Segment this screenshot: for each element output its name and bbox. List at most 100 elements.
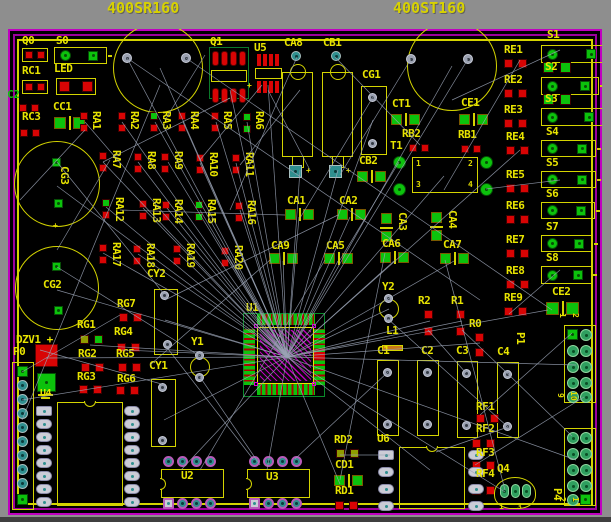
RE9-pad2[interactable] (518, 307, 527, 316)
S0-label[interactable]: S0 (56, 34, 69, 47)
U4-pad4[interactable] (36, 445, 52, 455)
RE8-label[interactable]: RE8 (506, 264, 525, 277)
RA12-pad1[interactable] (102, 199, 110, 207)
U5-label[interactable]: U5 (254, 41, 267, 54)
CA9-label[interactable]: CA9 (271, 239, 290, 252)
CB1-pad[interactable] (329, 165, 342, 178)
P1-pad4[interactable] (580, 345, 592, 357)
CB2-pad2[interactable] (375, 171, 386, 182)
CG2-pad1[interactable] (52, 262, 61, 271)
RE2-label[interactable]: RE2 (504, 73, 523, 86)
RE6-pad2[interactable] (520, 215, 529, 224)
CY1-via1[interactable] (160, 291, 169, 300)
RG6-label[interactable]: RG6 (117, 372, 136, 385)
R2-pad2[interactable] (424, 327, 433, 336)
C2-label[interactable]: C2 (421, 344, 434, 357)
CA5-pad2[interactable] (342, 253, 353, 264)
S2-pads-pad2[interactable] (560, 62, 571, 73)
RE7-label[interactable]: RE7 (506, 233, 525, 246)
S8-label[interactable]: S8 (546, 251, 559, 264)
RA17-label[interactable]: RA17 (110, 242, 123, 267)
P4-pad8[interactable] (580, 480, 592, 492)
CG3-pad2[interactable] (54, 199, 63, 208)
RF1-label[interactable]: RF1 (476, 400, 495, 413)
RG1-pad2[interactable] (94, 335, 103, 344)
U5-pad-8[interactable] (275, 81, 279, 93)
U2-label[interactable]: U2 (181, 469, 194, 482)
U4-pad3[interactable] (36, 432, 52, 442)
CA8-pad[interactable] (289, 165, 302, 178)
U2-pad6[interactable] (177, 498, 188, 509)
RG1-pad1[interactable] (80, 335, 89, 344)
RC1-pad2[interactable] (37, 83, 45, 91)
U4-pad11[interactable] (124, 432, 140, 442)
RE1-pad2[interactable] (518, 59, 527, 68)
CD1-label[interactable]: CD1 (335, 458, 354, 471)
S6-label[interactable]: S6 (546, 187, 559, 200)
RE5-pad2[interactable] (520, 184, 529, 193)
RC3-pad1[interactable] (20, 129, 28, 137)
RA17-pad1[interactable] (99, 244, 107, 252)
U2-pad7[interactable] (191, 498, 202, 509)
S8-pad-square[interactable] (573, 270, 583, 280)
RE1-pad1[interactable] (504, 59, 513, 68)
U6-pad1[interactable] (378, 450, 394, 460)
RG5-pad2[interactable] (132, 363, 141, 372)
RF3-label[interactable]: RF3 (476, 446, 495, 459)
C1-via1[interactable] (383, 368, 392, 377)
RA19-pad1[interactable] (173, 245, 181, 253)
P4-pad6[interactable] (580, 464, 592, 476)
RA14-pad1[interactable] (162, 201, 170, 209)
CA1-pad1[interactable] (285, 209, 296, 220)
RD1-label[interactable]: RD1 (335, 484, 354, 497)
RA6-label[interactable]: RA6 (253, 111, 266, 130)
S3-pad-round[interactable] (547, 111, 558, 123)
RA12-pad2[interactable] (102, 211, 110, 219)
CY2-label[interactable]: CY2 (147, 267, 166, 280)
P4-pad10-square[interactable] (580, 494, 591, 505)
S5-pad-round[interactable] (547, 174, 558, 185)
CA9-pad2[interactable] (287, 253, 298, 264)
S5-pad-square[interactable] (577, 174, 587, 185)
RA3-label[interactable]: RA3 (160, 111, 173, 130)
CA9-pad1[interactable] (269, 253, 280, 264)
RA15-pad2[interactable] (195, 213, 203, 221)
Q0-pad2[interactable] (37, 51, 45, 59)
U4-pad6[interactable] (36, 471, 52, 481)
P0-pad7[interactable] (17, 450, 28, 461)
U2-pad1[interactable] (163, 456, 174, 467)
Q1-pad-4[interactable] (239, 51, 246, 66)
Q1-pad-1[interactable] (212, 51, 219, 66)
RE9-label[interactable]: RE9 (504, 291, 523, 304)
S2-pad-square[interactable] (580, 81, 590, 91)
U1-label[interactable]: U1 (246, 301, 259, 314)
U6-pad7[interactable] (468, 484, 484, 494)
RA6-pad2[interactable] (243, 125, 251, 133)
RA16-label[interactable]: RA16 (245, 200, 258, 225)
U2-pad3[interactable] (191, 456, 202, 467)
CA2-label[interactable]: CA2 (339, 194, 358, 207)
U4-pad7[interactable] (36, 484, 52, 494)
U4-pad12[interactable] (124, 445, 140, 455)
CB2-label[interactable]: CB2 (359, 154, 378, 167)
CE1-pad1[interactable] (459, 114, 470, 125)
S1-pad-round[interactable] (547, 48, 558, 60)
RA2-pad1[interactable] (118, 112, 126, 120)
CT1-pad1[interactable] (391, 114, 402, 125)
RG3-pad2[interactable] (93, 385, 102, 394)
CC1-label[interactable]: CC1 (53, 100, 72, 113)
C1-via2[interactable] (383, 420, 392, 429)
U4-pad9[interactable] (124, 406, 140, 416)
RA18-label[interactable]: RA18 (144, 243, 157, 268)
hole1-via1[interactable] (122, 53, 132, 63)
U5-pad-1[interactable] (257, 54, 261, 66)
CA7-pad2[interactable] (458, 253, 469, 264)
P1-pad1-square[interactable] (567, 329, 578, 340)
Q1-label[interactable]: Q1 (210, 35, 223, 48)
R0-label[interactable]: R0 (469, 317, 482, 330)
S1-pad-square[interactable] (586, 49, 596, 59)
Y2-via2[interactable] (384, 314, 393, 323)
Q4-pad3[interactable] (522, 484, 531, 498)
hole1-via2[interactable] (181, 53, 191, 63)
RA7-label[interactable]: RA7 (110, 150, 123, 169)
